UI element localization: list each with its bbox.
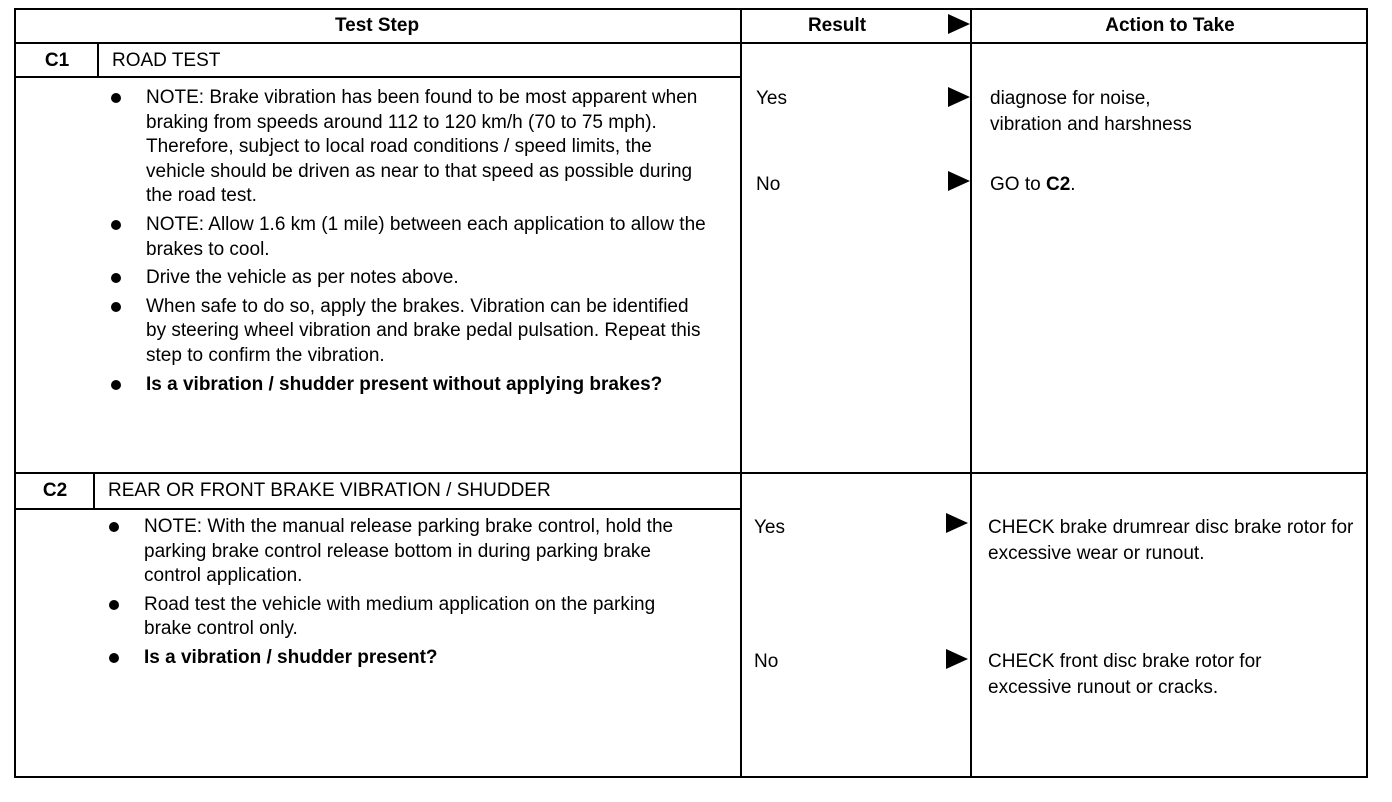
c1-action-no-target: C2 [1045, 174, 1071, 195]
c2-yes-arrow-icon [946, 513, 968, 533]
c2-title-underline [93, 508, 741, 510]
code-divider-c2 [93, 472, 95, 510]
step-c2-bullets: NOTE: With the manual release parking br… [104, 515, 704, 675]
header-test-step: Test Step [334, 15, 420, 36]
bullet-text: Is a vibration / shudder present without… [146, 373, 663, 395]
step-title-c2: REAR OR FRONT BRAKE VIBRATION / SHUDDER [108, 480, 551, 501]
bullet-text: NOTE: With the manual release parking br… [144, 516, 674, 587]
bullet-item: When safe to do so, apply the brakes. Vi… [106, 295, 706, 369]
bullet-text: NOTE: Allow 1.6 km (1 mile) between each… [146, 213, 706, 260]
bullet-text: When safe to do so, apply the brakes. Vi… [146, 295, 701, 366]
column-divider-result-action [970, 8, 972, 778]
header-result: Result [807, 15, 867, 36]
bullet-dot-icon [111, 379, 121, 390]
bullet-dot-icon [109, 652, 119, 663]
bullet-item: Road test the vehicle with medium applic… [104, 593, 704, 642]
c1-action-no: GO to C2. [990, 172, 1076, 198]
bullet-item: NOTE: Allow 1.6 km (1 mile) between each… [106, 213, 706, 262]
bullet-dot-icon [109, 522, 119, 532]
c1-action-no-prefix: GO to [990, 174, 1046, 195]
bullet-item: Drive the vehicle as per notes above. [106, 266, 706, 291]
c2-result-no: No [754, 651, 779, 672]
column-divider-step-result [740, 8, 742, 778]
bullet-dot-icon [111, 93, 121, 103]
bullet-text: Is a vibration / shudder present? [144, 646, 438, 668]
c1-title-underline [97, 76, 741, 78]
c1-result-yes: Yes [756, 88, 787, 109]
c2-code-underline [14, 508, 94, 510]
step-c1-bullets: NOTE: Brake vibration has been found to … [106, 86, 706, 401]
code-divider-c1 [97, 42, 99, 78]
step-code-c1: C1 [44, 50, 70, 71]
bullet-dot-icon [109, 599, 119, 610]
c2-action-no: CHECK front disc brake rotor for excessi… [988, 651, 1262, 698]
bullet-text: NOTE: Brake vibration has been found to … [146, 87, 698, 207]
header-divider [14, 42, 1368, 44]
c2-no-arrow-icon [946, 649, 968, 669]
diagnostic-table [14, 8, 1368, 778]
c2-action-yes: CHECK brake drumrear disc brake rotor fo… [988, 517, 1354, 564]
row-divider-c2 [14, 472, 1368, 474]
bullet-text: Road test the vehicle with medium applic… [144, 593, 656, 640]
c1-no-arrow-icon [948, 171, 970, 191]
c1-action-yes: diagnose for noise, vibration and harshn… [990, 88, 1192, 135]
c1-result-no: No [756, 174, 781, 195]
bullet-dot-icon [111, 219, 121, 230]
c1-code-underline [14, 76, 98, 78]
bullet-item: Is a vibration / shudder present without… [106, 373, 706, 398]
bullet-dot-icon [111, 301, 121, 312]
bullet-text: Drive the vehicle as per notes above. [146, 267, 459, 289]
bullet-item: NOTE: With the manual release parking br… [104, 515, 704, 589]
c2-result-yes: Yes [754, 517, 785, 538]
header-action: Action to Take [1105, 15, 1235, 36]
c1-yes-arrow-icon [948, 87, 970, 107]
bullet-item: Is a vibration / shudder present? [104, 646, 704, 671]
bullet-dot-icon [111, 273, 121, 284]
step-code-c2: C2 [42, 480, 68, 501]
bullet-item: NOTE: Brake vibration has been found to … [106, 86, 706, 209]
step-title-c1: ROAD TEST [112, 50, 221, 71]
header-arrow-icon [948, 14, 970, 34]
c1-action-no-suffix: . [1070, 174, 1076, 195]
